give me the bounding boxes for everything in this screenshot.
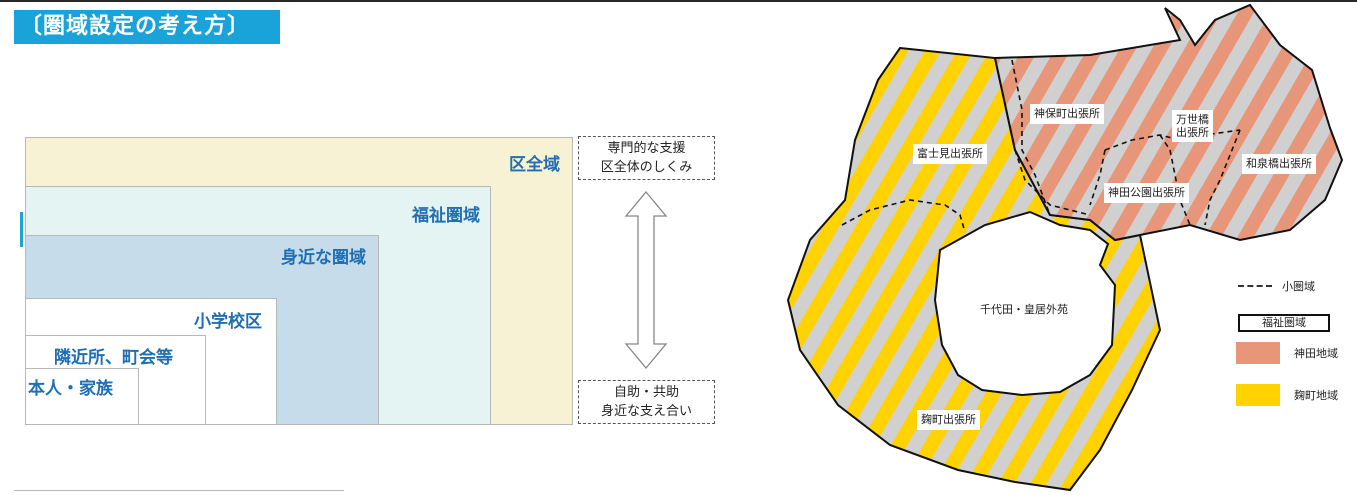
legend-kojimachi-label: 麹町地域	[1294, 389, 1338, 402]
label-ku-zeniki: 区全域	[509, 155, 560, 175]
section-title: 〔圏域設定の考え方〕	[14, 10, 280, 44]
label-kojimachi: 麹町出張所	[917, 410, 980, 430]
label-fujimi: 富士見出張所	[913, 144, 987, 164]
legend-kojimachi: 麹町地域	[1236, 384, 1338, 406]
label-center: 千代田・皇居外苑	[980, 303, 1068, 316]
legend-kanda-label: 神田地域	[1294, 347, 1338, 360]
kanda-swatch	[1236, 342, 1280, 364]
side-bottom-line2: 身近な支え合い	[600, 404, 692, 419]
dashed-line-icon	[1238, 285, 1272, 287]
side-box-top: 専門的な支援 区全体のしくみ	[578, 136, 715, 180]
legend-kanda: 神田地域	[1236, 342, 1338, 364]
label-manseibashi-line1: 万世橋	[1176, 113, 1209, 126]
label-shougakkou: 小学校区	[194, 312, 262, 332]
label-honnin: 本人・家族	[28, 379, 113, 399]
kojimachi-swatch	[1236, 384, 1280, 406]
label-fukushi: 福祉圏域	[412, 206, 480, 226]
side-box-bottom: 自助・共助 身近な支え合い	[578, 380, 715, 424]
accent-tick	[20, 212, 23, 247]
side-top-line1: 専門的な支援	[607, 141, 686, 156]
top-rule	[0, 0, 1357, 2]
double-arrow-icon	[624, 190, 668, 370]
label-mijika: 身近な圏域	[281, 248, 366, 268]
label-izumibashi: 和泉橋出張所	[1242, 154, 1316, 174]
kanda-region	[993, 3, 1344, 242]
label-manseibashi-line2: 出張所	[1176, 126, 1209, 139]
legend-small-area: 小圏域	[1238, 278, 1315, 294]
label-manseibashi: 万世橋 出張所	[1172, 110, 1213, 142]
label-jimbocho: 神保町出張所	[1030, 104, 1104, 124]
side-bottom-line1: 自助・共助	[613, 385, 679, 400]
area-honnin: 本人・家族	[25, 368, 139, 425]
legend-small-area-label: 小圏域	[1282, 280, 1315, 293]
label-rinkin: 隣近所、町会等	[54, 348, 173, 368]
side-top-line2: 区全体のしくみ	[600, 160, 693, 175]
palace-region	[933, 210, 1117, 397]
bottom-rule	[14, 490, 344, 491]
label-kanda-koen: 神田公園出張所	[1104, 183, 1189, 203]
legend-welfare-area: 福祉圏域	[1238, 314, 1330, 332]
district-map	[786, 3, 1344, 492]
